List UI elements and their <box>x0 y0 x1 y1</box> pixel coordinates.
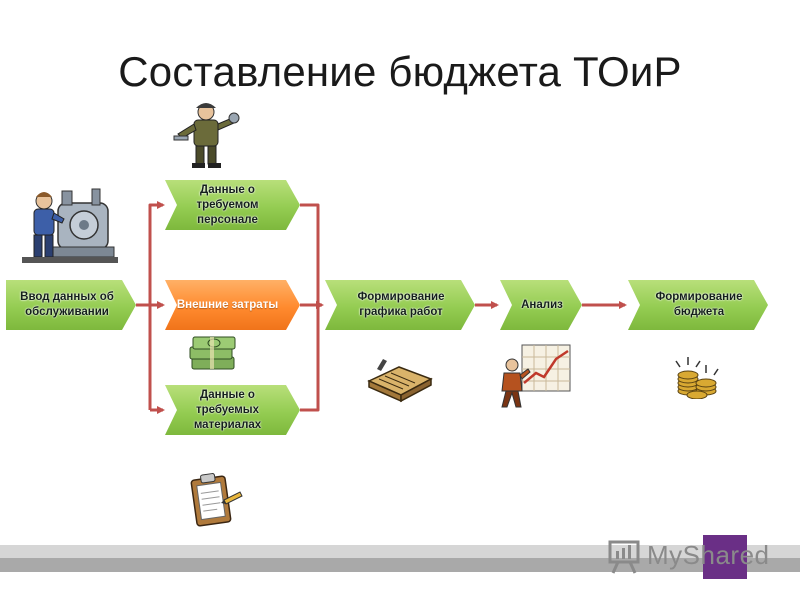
planner-book-clipart-icon <box>367 359 433 403</box>
node-maintenance-input: Ввод данных об обслуживании <box>6 280 136 330</box>
machine-operator-clipart-icon <box>22 188 118 263</box>
node-materials-data-label: Данные о требуемых материалах <box>193 388 262 431</box>
node-budget-formation-label: Формирование бюджета <box>655 291 743 318</box>
node-work-schedule-label: Формирование графика работ <box>357 291 445 318</box>
node-staff-data: Данные о требуемом персонале <box>165 180 300 230</box>
node-analysis: Анализ <box>500 280 582 330</box>
clipboard-clipart-icon <box>190 473 243 527</box>
slide-title: Составление бюджета ТОиР <box>118 48 682 95</box>
mechanic-clipart-icon <box>173 103 240 168</box>
watermark: MyShared <box>607 535 797 580</box>
node-external-costs: Внешние затраты <box>165 280 300 330</box>
node-materials-data: Данные о требуемых материалах <box>165 385 300 435</box>
coin-stacks-clipart-icon <box>675 357 719 399</box>
footer-bar-light <box>0 545 800 558</box>
node-budget-formation: Формирование бюджета <box>628 280 768 330</box>
presentation-board-icon <box>608 540 640 574</box>
node-staff-data-label: Данные о требуемом персонале <box>196 183 259 226</box>
footer-bar-dark <box>0 558 800 572</box>
watermark-brand: MyShared <box>647 540 770 570</box>
watermark-badge <box>703 535 747 579</box>
analyst-chart-clipart-icon <box>501 344 571 408</box>
node-work-schedule: Формирование графика работ <box>325 280 475 330</box>
node-analysis-label: Анализ <box>521 298 563 311</box>
node-external-costs-label: Внешние затраты <box>176 298 279 311</box>
node-maintenance-input-label: Ввод данных об обслуживании <box>20 291 114 318</box>
money-stack-clipart-icon <box>189 336 236 370</box>
